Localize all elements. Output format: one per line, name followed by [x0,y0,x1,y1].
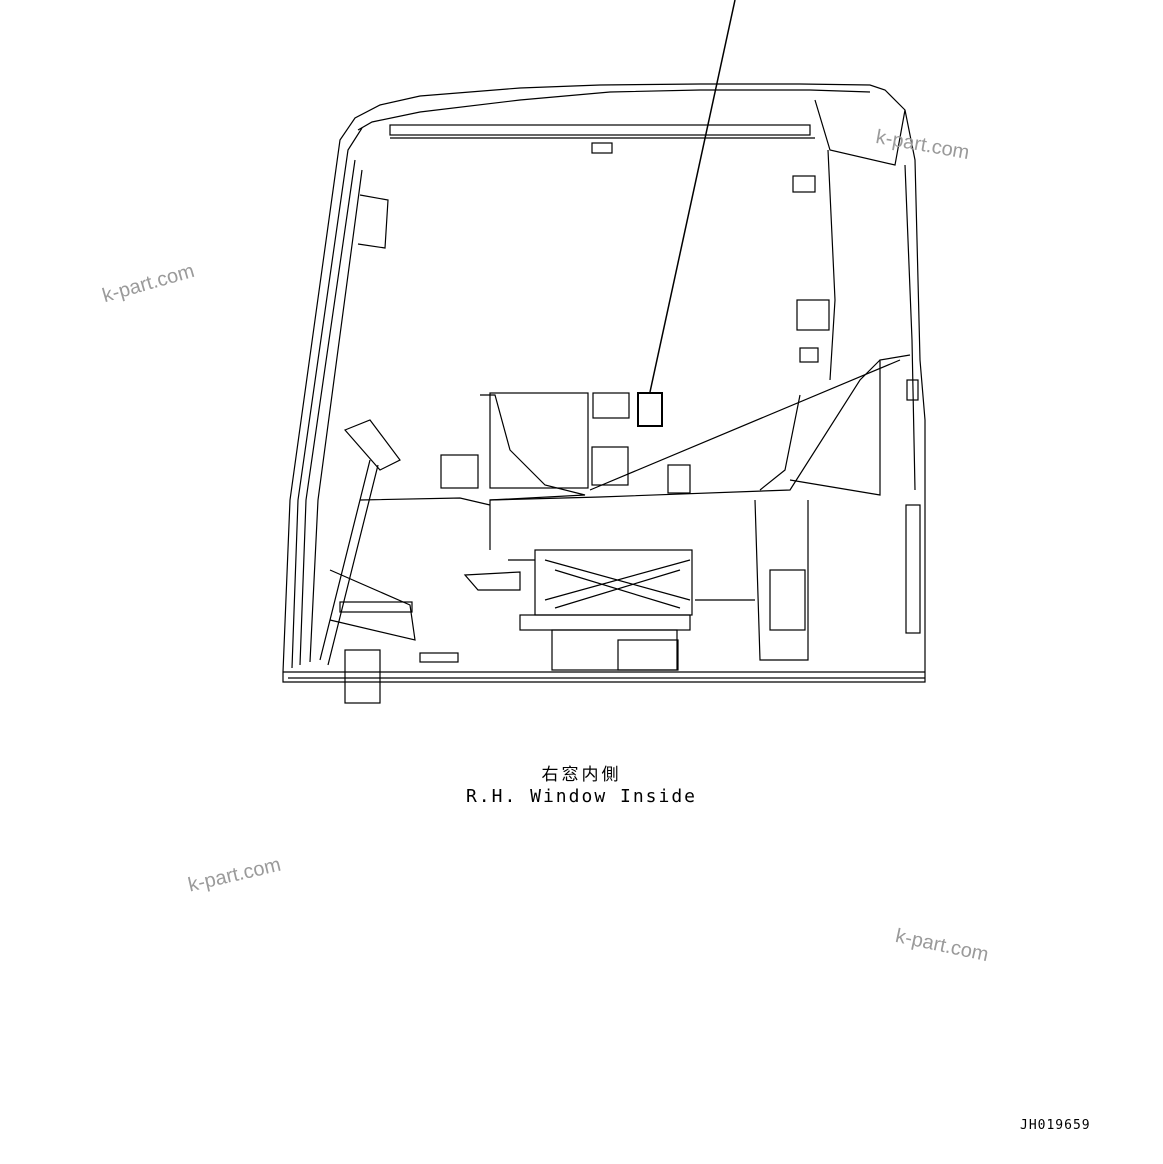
leader-line [649,0,736,393]
view-title-english: R.H. Window Inside [465,786,698,807]
decals [440,392,691,494]
floor-and-consoles [283,354,925,704]
target-decal [637,392,663,427]
drawing-number: JH019659 [1020,1118,1091,1133]
view-title-japanese: 右窓内側 [541,765,622,785]
operator-seat [463,359,901,671]
cab-frame [282,83,926,683]
